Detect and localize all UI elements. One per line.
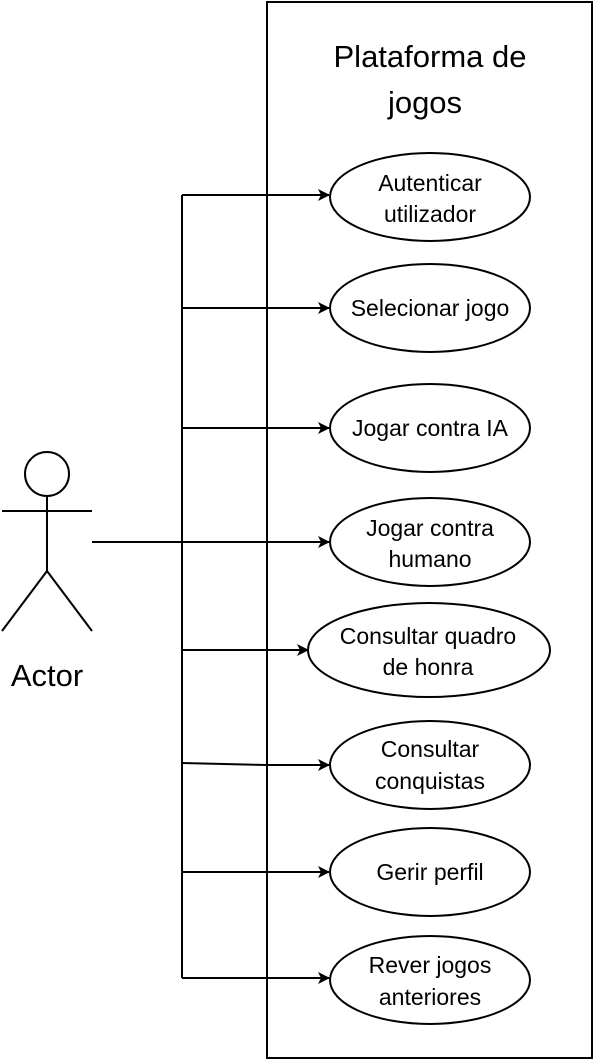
use-case-label-line2: de honra	[383, 654, 474, 680]
use-case-ellipse	[329, 152, 531, 242]
use-case-label-line1: Selecionar jogo	[351, 295, 510, 321]
use-case-label-line1: Consultar	[381, 736, 480, 762]
connectors	[92, 189, 330, 984]
use-case-label-line2: conquistas	[375, 768, 485, 794]
actor-figure	[1, 451, 93, 632]
use-case-selecionar-jogo: Selecionar jogo	[329, 263, 531, 353]
use-case-gerir-perfil: Gerir perfil	[329, 827, 531, 917]
system-title-line1: Plataforma de	[334, 39, 527, 74]
use-case-label-line2: utilizador	[384, 201, 476, 227]
use-case-ellipse	[329, 497, 531, 587]
use-case-label-line2: anteriores	[379, 984, 481, 1010]
use-case-label-line1: Autenticar	[378, 170, 482, 196]
system-boundary	[266, 1, 593, 1059]
actor-label: Actor	[11, 658, 83, 693]
use-case-ellipse	[329, 935, 531, 1025]
use-case-consultar-conquistas: Consultar conquistas	[329, 720, 531, 810]
use-case-ellipse	[329, 827, 531, 917]
use-case-consultar-quadro-de-honra: Consultar quadro de honra	[307, 602, 551, 698]
actor-right-leg	[46, 570, 93, 632]
use-case-ellipse	[329, 383, 531, 473]
actor-left-leg	[1, 570, 48, 632]
use-case-jogar-contra-humano: Jogar contra humano	[329, 497, 531, 587]
use-case-label-line1: Jogar contra	[366, 515, 494, 541]
use-case-label-line2: humano	[388, 546, 471, 572]
use-case-ellipse	[307, 602, 551, 698]
use-case-label-line1: Jogar contra IA	[352, 415, 509, 441]
use-case-label-line1: Consultar quadro	[340, 623, 516, 649]
use-case-rever-jogos-anteriores: Rever jogos anteriores	[329, 935, 531, 1025]
use-case-jogar-contra-ia: Jogar contra IA	[329, 383, 531, 473]
system-title-line2: jogos	[387, 85, 462, 120]
use-case-autenticar-utilizador: Autenticar utilizador	[329, 152, 531, 242]
use-case-ellipse	[329, 263, 531, 353]
use-case-label-line1: Gerir perfil	[376, 859, 483, 885]
use-case-label-line1: Rever jogos	[369, 952, 492, 978]
arrow-consultar-conquistas	[181, 759, 330, 771]
actor-head	[24, 451, 70, 497]
use-case-ellipse	[329, 720, 531, 810]
